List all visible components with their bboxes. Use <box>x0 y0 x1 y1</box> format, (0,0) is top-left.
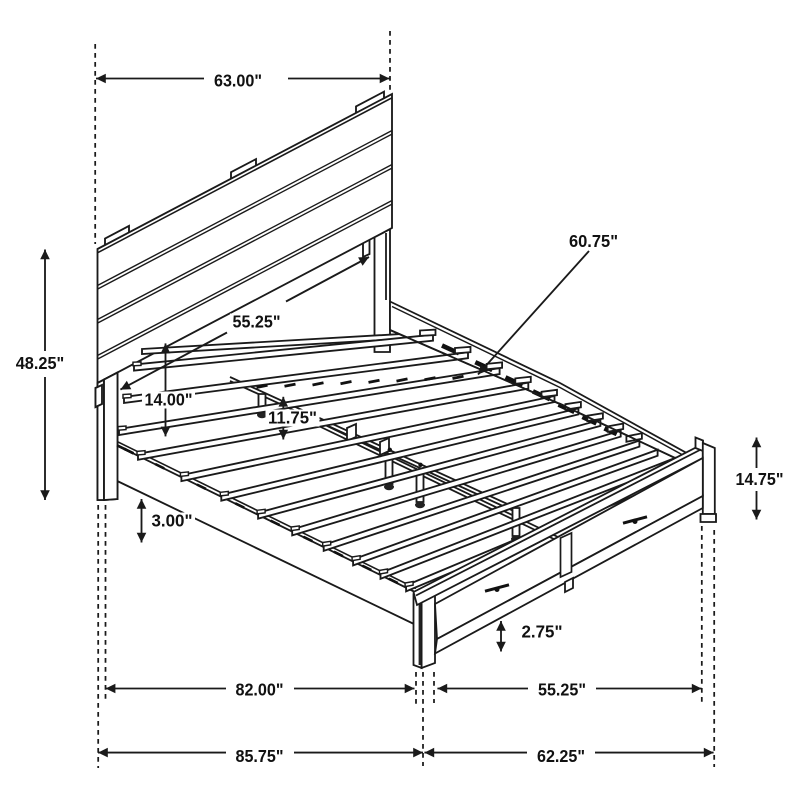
svg-text:2.75": 2.75" <box>522 622 563 642</box>
svg-text:85.75": 85.75" <box>236 746 284 766</box>
svg-text:48.25": 48.25" <box>16 353 65 373</box>
svg-text:14.00": 14.00" <box>145 390 193 410</box>
svg-text:55.25": 55.25" <box>233 312 281 332</box>
svg-text:14.75": 14.75" <box>736 469 784 489</box>
svg-text:63.00": 63.00" <box>214 70 262 90</box>
svg-text:62.25": 62.25" <box>537 746 585 766</box>
svg-text:60.75": 60.75" <box>569 231 618 251</box>
svg-text:82.00": 82.00" <box>236 679 284 699</box>
svg-text:55.25": 55.25" <box>538 679 586 699</box>
svg-text:3.00": 3.00" <box>152 511 193 531</box>
svg-text:11.75": 11.75" <box>268 408 317 428</box>
